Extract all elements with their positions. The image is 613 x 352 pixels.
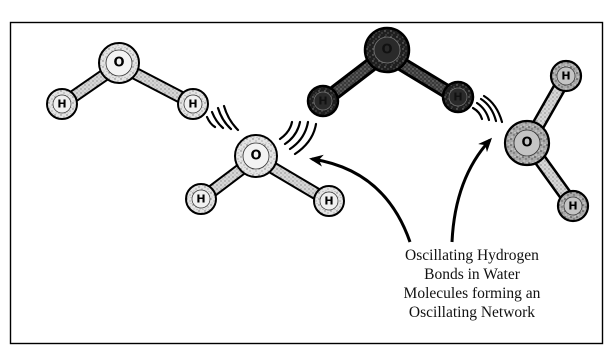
oxygen-atom: O xyxy=(98,42,140,84)
atom-label: H xyxy=(57,98,66,111)
atom-label: H xyxy=(188,98,197,111)
hydrogen-bond-oscillation-2 xyxy=(278,120,318,156)
hydrogen-bond-oscillation-1 xyxy=(205,104,240,132)
oxygen-atom: O xyxy=(363,26,411,74)
oxygen-atom: O xyxy=(503,119,551,167)
atom-label: O xyxy=(381,43,392,58)
hydrogen-atom: H xyxy=(185,183,217,215)
caption-line: Oscillating Network xyxy=(408,304,536,321)
hydrogen-atom: H xyxy=(46,88,78,120)
atom-label: O xyxy=(250,149,261,164)
water-molecule-2: O H H xyxy=(185,134,345,217)
arrow-to-center-bond xyxy=(309,154,412,243)
caption-line: Molecules forming an xyxy=(403,285,541,302)
hydrogen-atom: H xyxy=(441,80,475,114)
atom-label: H xyxy=(561,70,570,83)
caption-line: Oscillating Hydrogen xyxy=(405,247,539,264)
water-molecule-3: O H H xyxy=(306,26,475,118)
atom-label: H xyxy=(318,95,327,108)
hydrogen-atom: H xyxy=(556,189,590,223)
arrow-to-right-bond xyxy=(450,137,493,243)
water-molecule-4: O H H xyxy=(503,59,590,223)
atom-label: H xyxy=(568,200,577,213)
oxygen-atom: O xyxy=(234,134,278,178)
hydrogen-atom: H xyxy=(313,185,345,217)
water-molecule-1: O H H xyxy=(46,42,209,120)
caption-text: Oscillating Hydrogen Bonds in Water Mole… xyxy=(372,246,572,322)
hydrogen-atom: H xyxy=(306,84,340,118)
atom-label: O xyxy=(521,136,532,151)
atom-label: H xyxy=(453,91,462,104)
hydrogen-atom: H xyxy=(177,88,209,120)
atom-label: H xyxy=(196,193,205,206)
hydrogen-atom: H xyxy=(549,59,583,93)
atom-label: H xyxy=(324,195,333,208)
atom-label: O xyxy=(113,56,124,71)
hydrogen-bond-oscillation-3 xyxy=(471,94,504,124)
caption-line: Bonds in Water xyxy=(424,266,520,283)
